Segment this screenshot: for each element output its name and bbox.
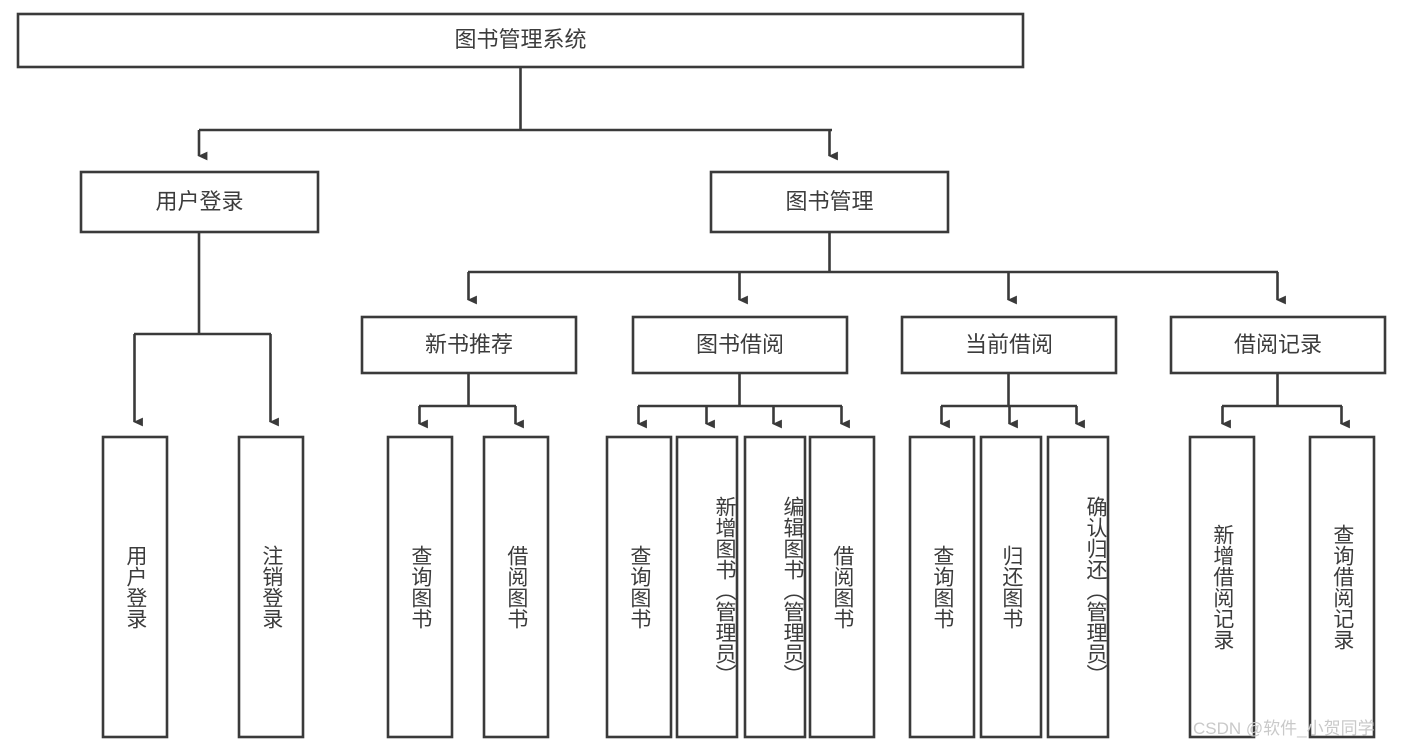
node-box-leaf-confirm-return-admin [1046,435,1110,739]
node-box-leaf-query-book-3 [908,435,976,739]
node-box-user-login [79,170,320,234]
node-box-leaf-add-book-admin [675,435,739,739]
node-box-borrow-record [1169,315,1387,375]
node-box-book-manage [709,170,950,234]
node-box-current-borrow [900,315,1118,375]
node-box-new-book-recommend [360,315,578,375]
node-box-leaf-return-book [979,435,1043,739]
node-box-leaf-borrow-book-2 [808,435,876,739]
node-box-leaf-query-book-2 [605,435,673,739]
node-box-leaf-query-book-1 [386,435,454,739]
node-box-leaf-add-borrow-record [1188,435,1256,739]
node-box-leaf-query-borrow-record [1308,435,1376,739]
watermark-text: CSDN @软件_小贺同学 [1193,719,1375,738]
node-box-leaf-logout [237,435,305,739]
node-box-leaf-borrow-book-1 [482,435,550,739]
node-box-root [16,12,1025,69]
node-box-leaf-user-login [101,435,169,739]
node-box-book-borrow [631,315,849,375]
node-box-leaf-edit-book-admin [743,435,807,739]
